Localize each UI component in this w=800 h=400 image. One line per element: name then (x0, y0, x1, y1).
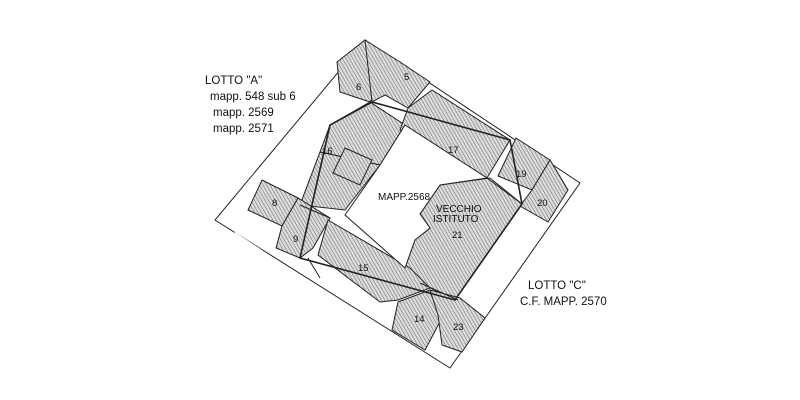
unit-number-14: 14 (414, 314, 425, 325)
unit-number-17: 17 (448, 145, 459, 156)
unit-number-5: 5 (404, 72, 409, 83)
lotto-c-title: LOTTO "C" (528, 280, 586, 292)
building-name-line-2: ISTITUTO (433, 214, 479, 225)
unit-17-area (399, 89, 511, 179)
unit-15-area (317, 219, 431, 303)
unit-number-8: 8 (272, 198, 277, 209)
lotto-a-title: LOTTO "A" (205, 75, 262, 87)
stair-box (332, 147, 373, 186)
access-gap-left (225, 232, 262, 270)
unit-number-6: 6 (356, 82, 361, 93)
lotto-c-line-2: C.F. MAPP. 2570 (520, 296, 607, 308)
property-boundary (214, 39, 581, 369)
access-line (307, 257, 321, 279)
unit-5-area (364, 39, 431, 109)
unit-23-area (429, 289, 486, 353)
divider-line-1 (299, 204, 331, 219)
building-outline (299, 101, 523, 301)
courtyard-area (344, 124, 489, 269)
divider-line-2 (419, 282, 459, 301)
unit-number-16: 16 (322, 146, 333, 157)
unit-number-19: 19 (516, 169, 527, 180)
lotto-a-mapp-1: mapp. 548 sub 6 (210, 91, 296, 103)
unit-number-21: 21 (452, 230, 463, 241)
unit-9-area (275, 197, 331, 259)
lotto-a-mapp-2: mapp. 2569 (213, 107, 274, 119)
unit-number-20: 20 (537, 198, 548, 209)
unit-number-15: 15 (358, 263, 369, 274)
unit-number-23: 23 (453, 322, 464, 333)
courtyard-label: MAPP.2568 (378, 192, 431, 203)
divider-line-3 (486, 177, 523, 205)
lotto-a-mapp-3: mapp. 2571 (213, 123, 274, 135)
building-name-line-1: VECCHIO (436, 204, 482, 215)
unit-number-9: 9 (293, 234, 298, 245)
